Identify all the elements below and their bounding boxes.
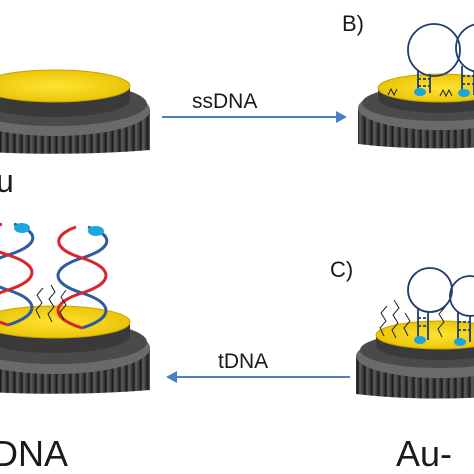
double-helix-2 [56,225,109,330]
mb-tags-c [414,336,466,346]
electrode-dsdna [0,305,150,394]
mb-tags-b [414,88,470,97]
label-tdna: tDNA [218,350,268,373]
linker-chains-c [379,299,446,339]
arrow-tdna [166,371,350,383]
caption-top-left: u [0,163,14,199]
label-ssdna: ssDNA [192,90,257,113]
panel-label-b: B) [342,11,364,36]
arrow-ssdna [162,111,347,123]
caption-bottom-left: DNA [0,433,68,474]
double-helix-1 [0,222,35,327]
electrode-bare-au [0,69,150,154]
caption-bottom-right: Au- [396,433,452,474]
linker-chains-dsdna [35,284,67,323]
electrode-blocked [356,320,474,399]
panel-label-c: C) [330,257,353,282]
electrode-ssdna [358,73,474,149]
hairpin-probes-c [407,267,474,342]
linker-chains-b [387,87,453,98]
